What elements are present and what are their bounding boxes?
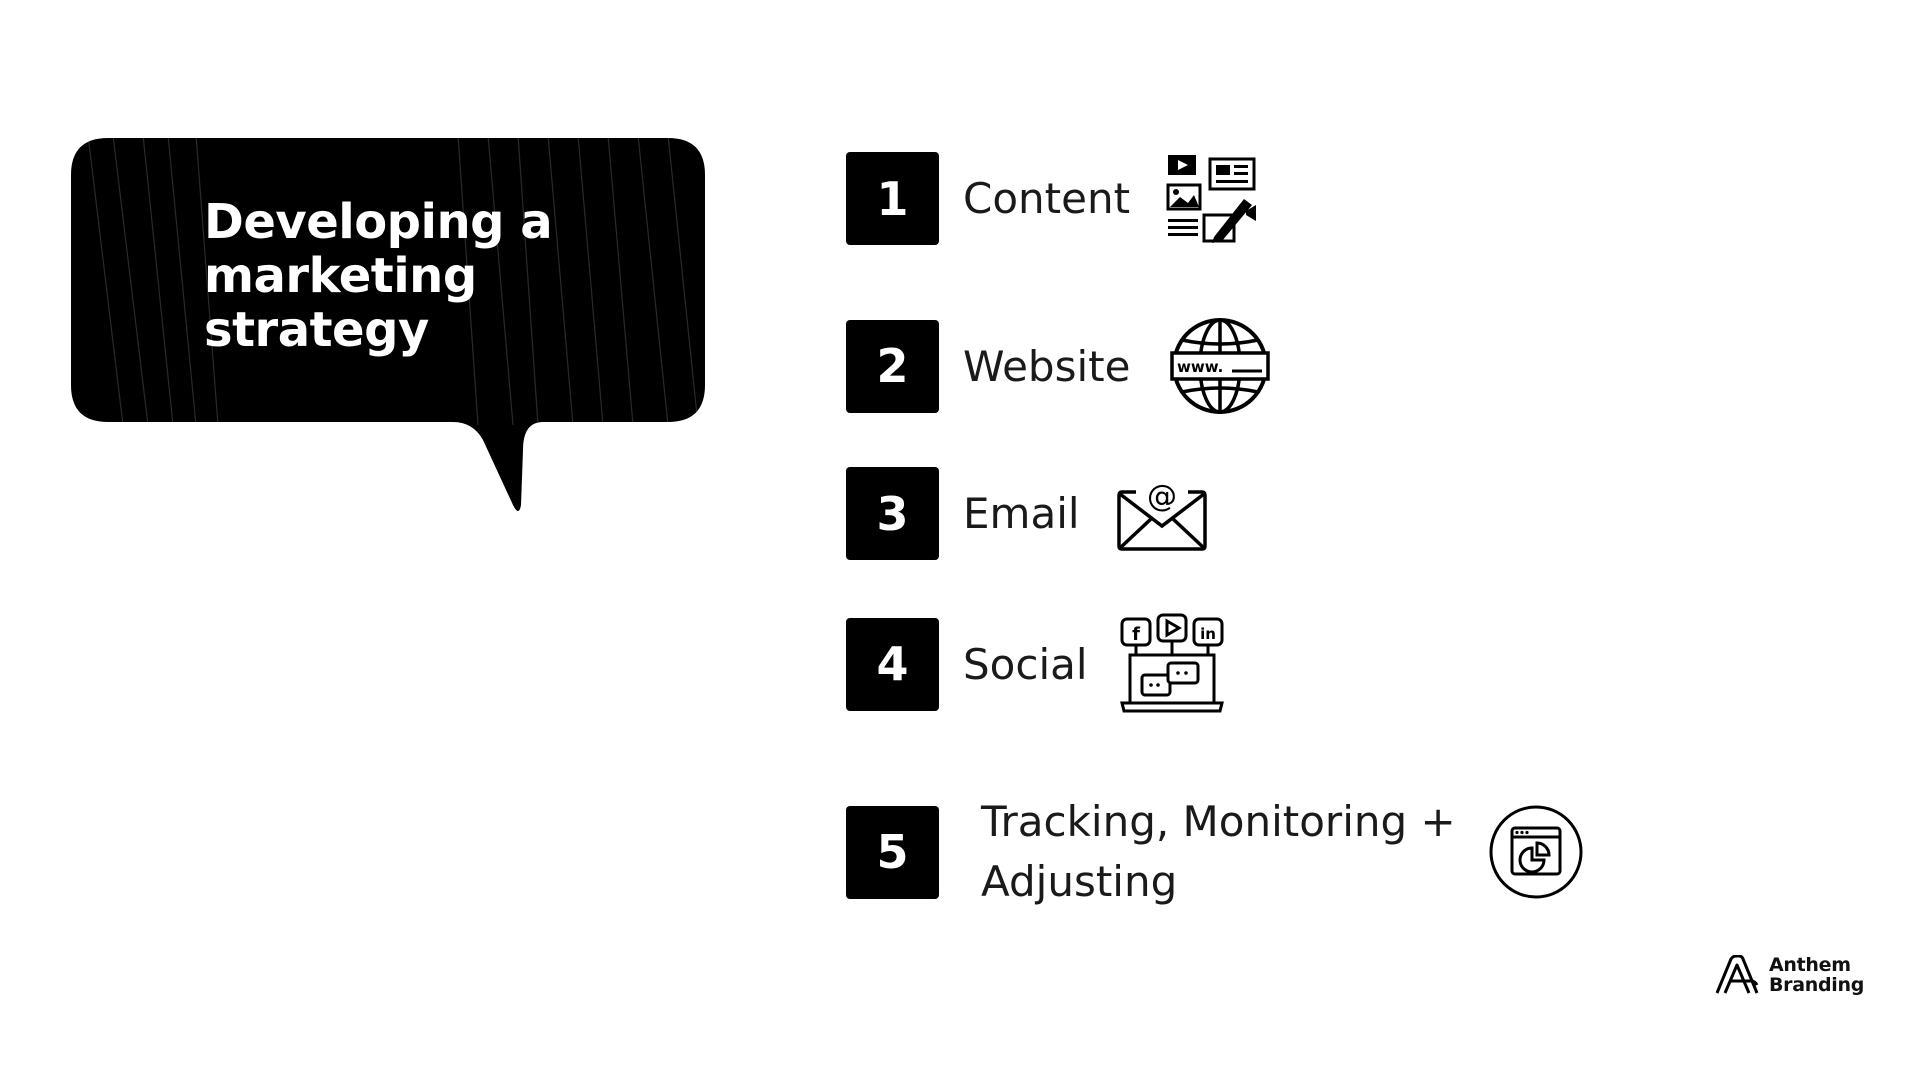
- step-label: Social: [963, 639, 1088, 689]
- step-label-line: Adjusting: [981, 857, 1178, 906]
- speech-bubble-shape: [71, 138, 705, 511]
- svg-text:f: f: [1132, 624, 1140, 645]
- step-content: 1 Content: [846, 152, 1258, 245]
- anthem-logo-icon: [1715, 955, 1759, 994]
- logo-line: Branding: [1769, 974, 1865, 996]
- svg-text:in: in: [1200, 625, 1216, 643]
- svg-text:www.: www.: [1177, 358, 1223, 376]
- globe-www-icon: www.: [1170, 316, 1271, 416]
- brand-logo: Anthem Branding: [1715, 955, 1864, 995]
- step-email: 3 Email @: [846, 467, 1208, 560]
- step-number: 2: [846, 319, 939, 413]
- social-media-laptop-icon: f in: [1119, 613, 1224, 715]
- logo-text: Anthem Branding: [1769, 955, 1864, 995]
- step-number: 5: [846, 805, 939, 899]
- content-media-icon: [1166, 153, 1258, 245]
- step-number: 1: [846, 152, 939, 245]
- envelope-at-icon: @: [1116, 476, 1208, 552]
- speech-bubble: Developing a marketing strategy: [68, 135, 708, 520]
- step-number: 4: [846, 617, 939, 711]
- step-label: Content: [963, 174, 1131, 223]
- step-label-line: Tracking, Monitoring +: [981, 797, 1456, 846]
- step-tracking: 5 Tracking, Monitoring + Adjusting: [846, 792, 1584, 912]
- step-number: 3: [846, 467, 939, 560]
- step-social: 4 Social f in: [846, 613, 1224, 715]
- step-label: Email: [963, 489, 1080, 538]
- analytics-chart-icon: [1488, 804, 1584, 900]
- logo-line: Anthem: [1769, 954, 1851, 976]
- page-title: Developing a marketing strategy: [204, 195, 664, 357]
- title-line: marketing: [204, 248, 477, 304]
- step-website: 2 Website www.: [846, 316, 1271, 416]
- svg-text:@: @: [1147, 479, 1177, 514]
- step-label: Website: [963, 341, 1131, 391]
- title-line: Developing a: [204, 194, 553, 250]
- title-line: strategy: [204, 302, 429, 358]
- step-label: Tracking, Monitoring + Adjusting: [981, 792, 1456, 912]
